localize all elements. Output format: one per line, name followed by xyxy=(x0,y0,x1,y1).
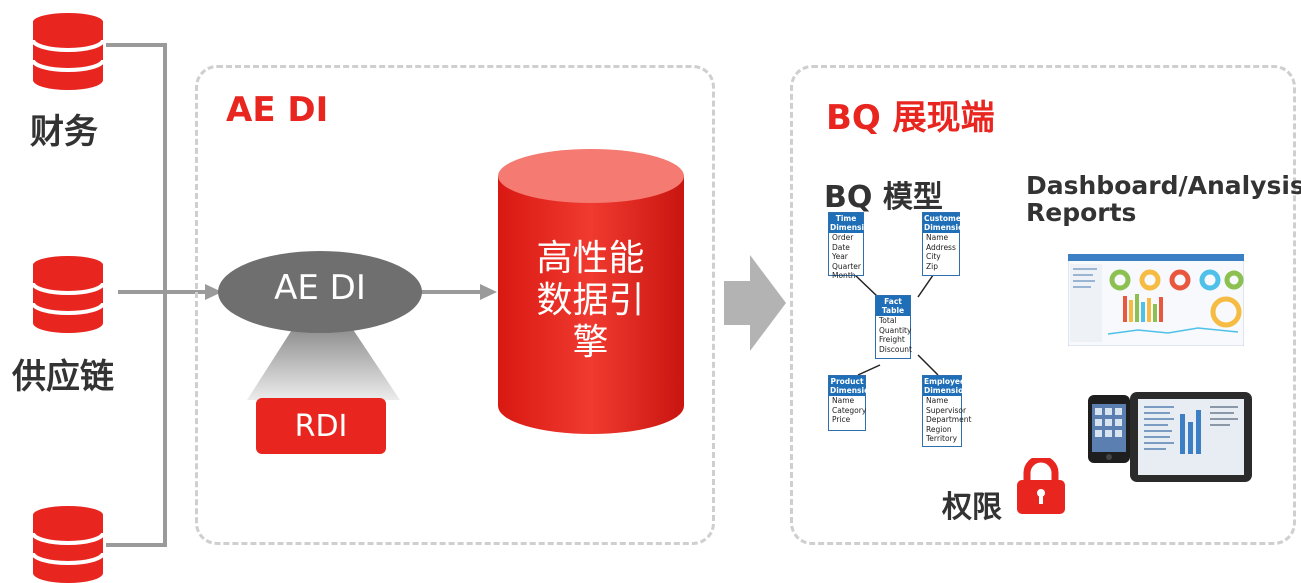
table-row: Name xyxy=(926,396,949,405)
ae-di-node-shape xyxy=(218,251,422,400)
ae-di-ellipse xyxy=(218,251,422,333)
table-header: Customer xyxy=(924,214,965,223)
table-row: Quantity xyxy=(879,325,912,335)
source-bus-line xyxy=(106,43,167,547)
lock-icon xyxy=(1017,458,1065,514)
table-row: Category xyxy=(832,405,867,415)
table-row: Quarter xyxy=(832,261,861,271)
star-schema-links xyxy=(854,264,941,376)
table-header: Product xyxy=(830,377,864,386)
ae-di-panel xyxy=(195,65,715,545)
bq-panel-title: BQ 展现端 xyxy=(826,98,995,138)
table-row: Name xyxy=(926,233,949,242)
flow-arrow-icon xyxy=(724,255,786,351)
table-header: Table xyxy=(881,306,905,315)
table-row: Name xyxy=(832,396,855,405)
engine-label: 高性能数据引擎 xyxy=(536,238,645,363)
table-row: Month xyxy=(832,271,856,280)
dashboard-title-line1: Dashboard/Analysis/ xyxy=(1026,171,1301,200)
table-header: Dimension xyxy=(924,223,969,232)
source-label-supply-chain: 供应链 xyxy=(12,357,114,397)
tablet-icon xyxy=(1130,392,1252,482)
arrowhead-to-engine xyxy=(480,284,497,300)
table-row: Supervisor xyxy=(926,405,967,415)
bq-panel xyxy=(790,65,1296,545)
table-header: Employee xyxy=(924,377,966,386)
table-header: Dimension xyxy=(830,223,875,232)
table-row: Department xyxy=(926,415,972,424)
table-row: Territory xyxy=(926,434,958,443)
table-row: Freight xyxy=(879,335,905,344)
table-row: Total xyxy=(879,316,897,325)
dashboard-screenshot xyxy=(1068,254,1244,346)
phone-icon xyxy=(1088,395,1130,463)
dashboard-title: Dashboard/Analysis/ Reports xyxy=(1026,172,1301,226)
table-row: City xyxy=(926,252,941,261)
table-row: Zip xyxy=(926,261,938,271)
table-row: Order Date xyxy=(832,233,854,252)
engine-cylinder xyxy=(498,149,684,434)
table-header: Time xyxy=(835,214,857,223)
projection-beam xyxy=(247,325,400,400)
table-row: Address xyxy=(926,242,956,252)
ae-di-panel-title: AE DI xyxy=(226,90,329,130)
table-header: Dimension xyxy=(830,386,875,395)
dashboard-title-line2: Reports xyxy=(1026,198,1137,227)
arrowhead-to-di xyxy=(205,284,222,300)
ae-di-node-label: AE DI xyxy=(274,268,366,308)
table-row: Discount xyxy=(879,344,912,354)
permission-label: 权限 xyxy=(942,490,1002,525)
table-header: Dimension xyxy=(924,386,969,395)
table-row: Region xyxy=(926,424,952,434)
database-icon xyxy=(31,13,105,90)
table-row: Price xyxy=(832,415,851,424)
rdi-box: RDI xyxy=(256,398,386,454)
source-label-finance: 财务 xyxy=(30,112,98,152)
table-header: Fact xyxy=(884,297,902,306)
database-icon xyxy=(31,506,105,583)
table-row: Year xyxy=(832,252,848,261)
bq-model-title: BQ 模型 xyxy=(824,180,943,215)
database-icon xyxy=(31,256,105,333)
